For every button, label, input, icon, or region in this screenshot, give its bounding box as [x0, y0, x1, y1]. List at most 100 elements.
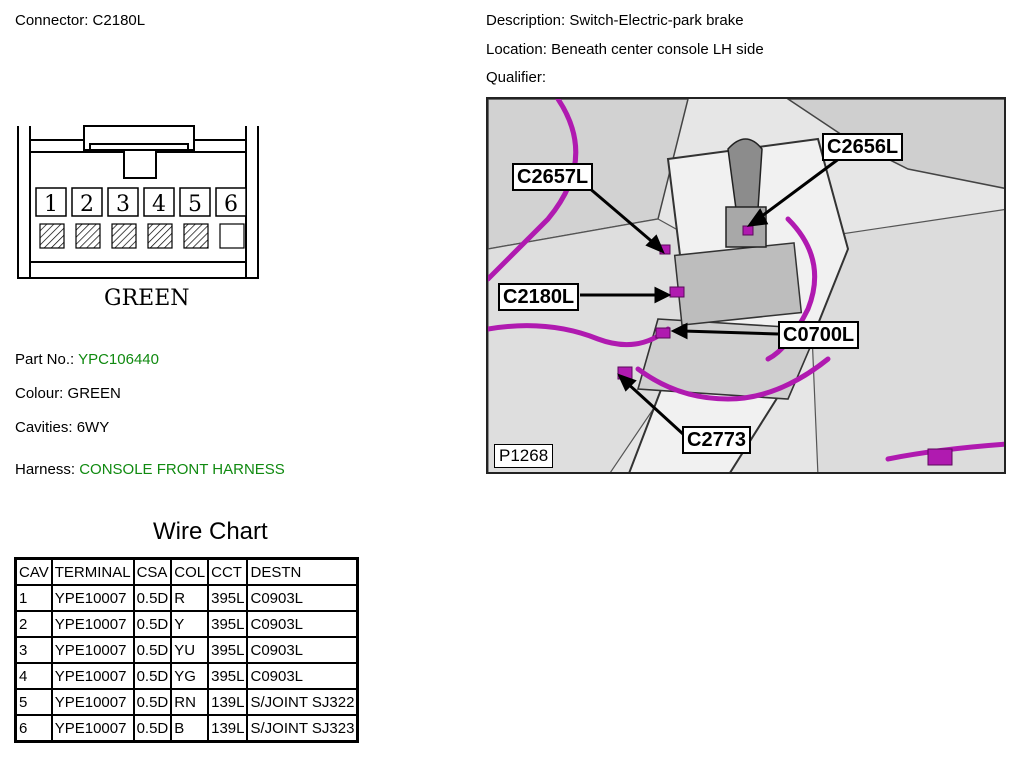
cell-destn: C0903L — [246, 662, 359, 690]
image-reference: P1268 — [494, 444, 554, 468]
cell-cav: 1 — [14, 584, 53, 612]
cell-destn: S/JOINT SJ323 — [246, 714, 359, 743]
cell-destn: C0903L — [246, 636, 359, 664]
cavities-label: Cavities: — [15, 419, 73, 436]
callout-c2773: C2773 — [682, 426, 751, 454]
colour-line: Colour: GREEN — [15, 385, 121, 402]
pin-number: 2 — [80, 192, 94, 217]
description-label: Description: — [486, 12, 566, 29]
col-header-cct: CCT — [207, 557, 249, 586]
description-line: Description: Switch-Electric-park brake — [486, 12, 744, 29]
cavity-filled — [39, 223, 65, 249]
cell-cav: 3 — [14, 636, 53, 664]
pin-box — [215, 187, 247, 217]
connector-value: C2180L — [92, 12, 146, 29]
pin-number: 4 — [152, 192, 166, 217]
pin-number: 3 — [116, 192, 130, 217]
description-value: Switch-Electric-park brake — [569, 12, 744, 29]
cell-csa: 0.5D — [132, 688, 173, 716]
part-no-line: Part No.: YPC106440 — [15, 351, 159, 368]
qualifier-label: Qualifier: — [486, 69, 547, 86]
cell-csa: 0.5D — [132, 714, 173, 743]
cell-cct: 139L — [207, 714, 249, 743]
cell-col: RN — [170, 688, 210, 716]
col-header-csa: CSA — [132, 557, 173, 586]
cell-cct: 395L — [207, 662, 249, 690]
cell-col: R — [170, 584, 210, 612]
cell-cav: 2 — [14, 610, 53, 638]
pin-box — [35, 187, 67, 217]
pin-box — [71, 187, 103, 217]
cell-col: YU — [170, 636, 210, 664]
harness-link[interactable]: CONSOLE FRONT HARNESS — [79, 461, 285, 478]
connector-label: Connector: — [15, 12, 89, 29]
cavity-filled — [147, 223, 173, 249]
cell-cav: 5 — [14, 688, 53, 716]
cell-terminal: YPE10007 — [50, 584, 135, 612]
cell-destn: C0903L — [246, 610, 359, 638]
cavity-filled — [111, 223, 137, 249]
location-value: Beneath center console LH side — [551, 41, 764, 58]
cell-terminal: YPE10007 — [50, 688, 135, 716]
callout-c2656l: C2656L — [822, 133, 904, 161]
colour-label: Colour: — [15, 385, 64, 402]
col-header-col: COL — [170, 557, 210, 586]
cavity-filled — [183, 223, 209, 249]
pin-box — [107, 187, 139, 217]
location-line: Location: Beneath center console LH side — [486, 41, 764, 58]
cell-cct: 395L — [207, 636, 249, 664]
pin-number: 1 — [44, 192, 58, 217]
pin-number: 5 — [188, 192, 202, 217]
cell-csa: 0.5D — [132, 636, 173, 664]
pin-number: 6 — [224, 192, 238, 217]
wire-chart-header-row: CAV TERMINAL CSA COL CCT DESTN — [14, 557, 359, 586]
pin-box — [179, 187, 211, 217]
part-no-label: Part No.: — [15, 351, 75, 368]
cell-terminal: YPE10007 — [50, 610, 135, 638]
location-image: C2656L C2657L C2180L C0700L C2773 P1268 — [486, 97, 1006, 474]
harness-line: Harness: CONSOLE FRONT HARNESS — [15, 461, 285, 478]
part-no-link[interactable]: YPC106440 — [78, 351, 159, 368]
cell-cav: 4 — [14, 662, 53, 690]
col-header-terminal: TERMINAL — [50, 557, 135, 586]
col-header-cav: CAV — [14, 557, 53, 586]
cavities-value: 6WY — [76, 419, 110, 436]
cell-terminal: YPE10007 — [50, 662, 135, 690]
col-header-destn: DESTN — [246, 557, 359, 586]
cell-terminal: YPE10007 — [50, 636, 135, 664]
cell-csa: 0.5D — [132, 662, 173, 690]
callout-arrows — [580, 153, 845, 436]
location-label: Location: — [486, 41, 547, 58]
harness-label: Harness: — [15, 461, 76, 478]
callout-c0700l: C0700L — [778, 321, 860, 349]
cell-col: B — [170, 714, 210, 743]
callout-c2657l: C2657L — [512, 163, 594, 191]
colour-value: GREEN — [67, 385, 121, 402]
cell-destn: S/JOINT SJ322 — [246, 688, 359, 716]
cavities-line: Cavities: 6WY — [15, 419, 109, 436]
cell-cct: 395L — [207, 610, 249, 638]
cell-csa: 0.5D — [132, 610, 173, 638]
cell-col: Y — [170, 610, 210, 638]
cell-cct: 395L — [207, 584, 249, 612]
cell-col: YG — [170, 662, 210, 690]
cavity-empty — [219, 223, 245, 249]
cell-destn: C0903L — [246, 584, 359, 612]
callout-c2180l: C2180L — [498, 283, 580, 311]
pin-box — [143, 187, 175, 217]
wire-chart-title: Wire Chart — [153, 518, 268, 545]
cavity-filled — [75, 223, 101, 249]
cell-csa: 0.5D — [132, 584, 173, 612]
connector-color-label: GREEN — [104, 286, 190, 311]
cell-terminal: YPE10007 — [50, 714, 135, 743]
qualifier-line: Qualifier: — [486, 69, 546, 86]
